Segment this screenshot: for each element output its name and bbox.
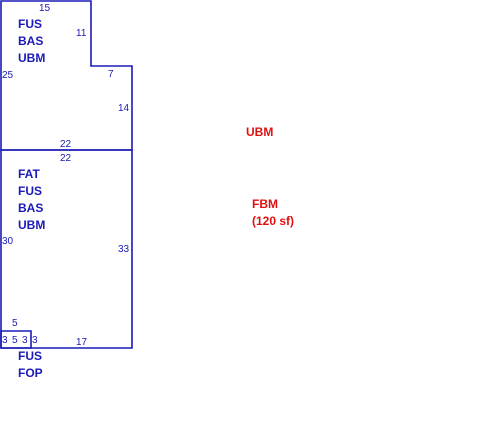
middle-code-2: FUS — [18, 184, 42, 198]
dim-small-top: 5 — [12, 318, 18, 329]
small-code-1: FUS — [18, 349, 42, 363]
dim-small-inner-left: 5 — [12, 335, 18, 346]
small-section-outline — [0, 330, 32, 349]
middle-code-1: FAT — [18, 167, 40, 181]
middle-code-4: UBM — [18, 218, 45, 232]
dim-upper-notch-side: 11 — [76, 28, 87, 39]
upper-code-2: BAS — [18, 34, 43, 48]
dim-middle-left: 30 — [2, 236, 14, 247]
dim-upper-notch-top: 7 — [108, 69, 114, 80]
dim-upper-top: 15 — [39, 3, 51, 14]
dim-small-left: 3 — [2, 335, 8, 346]
upper-code-3: UBM — [18, 51, 45, 65]
dim-middle-bottom: 17 — [76, 337, 88, 348]
small-code-2: FOP — [18, 366, 43, 380]
dim-small-inner-right: 3 — [22, 335, 28, 346]
middle-section-outline — [0, 149, 133, 349]
dim-upper-bottom: 22 — [60, 139, 72, 150]
note-fbm-name: FBM — [252, 197, 278, 211]
dim-middle-right: 33 — [118, 244, 130, 255]
note-fbm-area: (120 sf) — [252, 214, 294, 228]
dim-upper-left: 25 — [2, 70, 14, 81]
dim-small-right: 3 — [32, 335, 38, 346]
upper-code-1: FUS — [18, 17, 42, 31]
dim-upper-right: 14 — [118, 103, 130, 114]
middle-code-3: BAS — [18, 201, 43, 215]
note-ubm: UBM — [246, 125, 273, 139]
dim-middle-top: 22 — [60, 153, 72, 164]
